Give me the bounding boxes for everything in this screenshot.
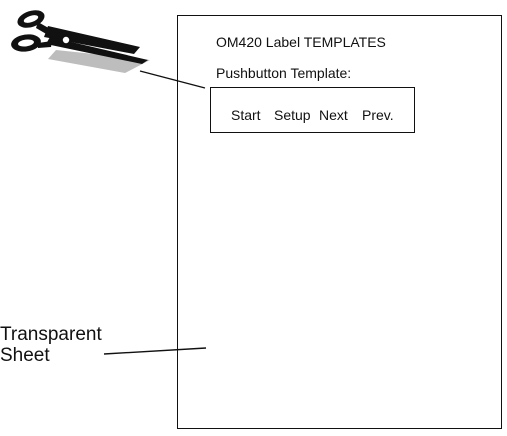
cut-leader-line bbox=[139, 70, 206, 89]
next-label: Next bbox=[319, 107, 348, 123]
transparent-sheet-callout: Transparent Sheet bbox=[0, 324, 102, 366]
pushbutton-template-label: Pushbutton Template: bbox=[216, 65, 352, 81]
pushbutton-label-strip bbox=[210, 87, 415, 133]
scissors-icon bbox=[11, 10, 150, 73]
prev-label: Prev. bbox=[362, 107, 394, 123]
transparent-sheet bbox=[177, 15, 502, 429]
callout-leader-line bbox=[103, 347, 207, 355]
callout-line-2: Sheet bbox=[0, 345, 50, 366]
start-label: Start bbox=[231, 107, 261, 123]
callout-line-1: Transparent bbox=[0, 324, 102, 345]
setup-label: Setup bbox=[274, 107, 311, 123]
sheet-title: OM420 Label TEMPLATES bbox=[216, 34, 386, 50]
